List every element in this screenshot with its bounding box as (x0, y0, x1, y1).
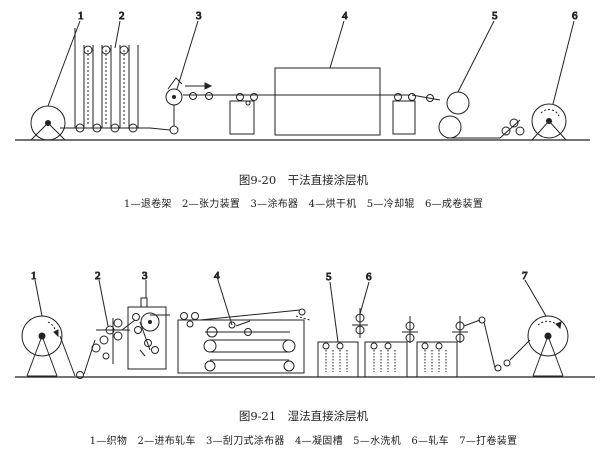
knife-coater (127, 297, 170, 370)
coagulation-bath (177, 308, 311, 374)
callout-3: 3 (142, 270, 148, 282)
figure-9-21-legend: 1—织物 2—进布轧车 3—刮刀式涂布器 4—凝固槽 5—水洗机 6—轧车 7—… (89, 436, 518, 447)
callout-5: 5 (326, 271, 332, 283)
washing-machines (317, 341, 458, 378)
tension-device (60, 28, 150, 133)
feeding-padder (76, 318, 136, 379)
coater (149, 77, 230, 135)
cooling-rollers (411, 91, 500, 139)
figure-9-20-title: 图9-20 干法直接涂层机 (238, 173, 369, 187)
callout-4: 4 (214, 270, 220, 282)
callout-3: 3 (196, 10, 202, 22)
padders (352, 308, 468, 343)
callout-1: 1 (31, 270, 37, 282)
figure-9-21-title: 图9-21 湿法直接涂层机 (238, 409, 369, 423)
figure-9-20-drawing: 1 2 3 4 5 6 (15, 10, 590, 141)
fabric-unwind (21, 315, 76, 377)
callout-1: 1 (78, 10, 84, 22)
callout-5: 5 (492, 10, 498, 22)
callout-2: 2 (95, 270, 101, 282)
callout-2: 2 (119, 10, 125, 22)
callout-6: 6 (572, 10, 578, 22)
winding-device (499, 103, 567, 141)
callout-4: 4 (342, 10, 348, 22)
callout-6: 6 (366, 271, 372, 283)
figure-9-21-drawing: 1 2 3 4 5 6 7 (15, 270, 595, 379)
leader-lines-2 (34, 279, 547, 343)
batching-device (463, 315, 569, 377)
dryer (229, 67, 416, 136)
leader-lines (47, 20, 575, 107)
figure-9-20-legend: 1—退卷架 2—张力装置 3—涂布器 4—烘干机 5—冷却辊 6—成卷装置 (123, 199, 484, 210)
unwind-stand (30, 105, 66, 141)
callout-7: 7 (522, 270, 528, 282)
